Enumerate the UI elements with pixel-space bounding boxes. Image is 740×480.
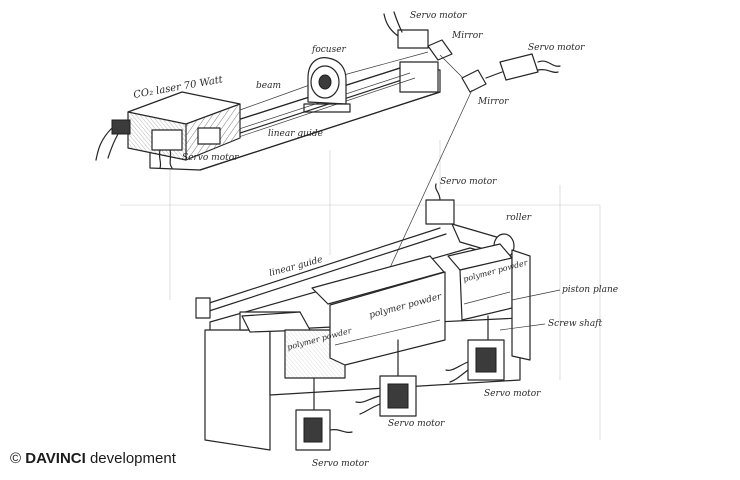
label-beam: beam bbox=[256, 81, 281, 91]
label-mirror-1: Mirror bbox=[451, 31, 483, 41]
copyright-credit: © DAVINCI development bbox=[10, 450, 176, 467]
label-servo-motor-right: Servo motor bbox=[528, 43, 585, 53]
label-servo-motor-bottom-left: Servo motor bbox=[312, 459, 369, 469]
servo-motor-bottom-right bbox=[445, 339, 505, 383]
label-focuser: focuser bbox=[311, 45, 347, 55]
linear-guide-bottom-rail bbox=[195, 227, 447, 319]
servo-motor-top bbox=[383, 11, 429, 49]
focuser bbox=[303, 57, 351, 113]
servo-motor-bottom-left bbox=[295, 409, 353, 451]
mirror-2 bbox=[461, 69, 503, 93]
label-servo-motor-laser: Servo motor bbox=[182, 153, 239, 163]
machine-left-block bbox=[204, 329, 271, 451]
copyright-symbol: © bbox=[10, 450, 22, 467]
label-servo-motor-bottom-center: Servo motor bbox=[388, 419, 445, 429]
label-linear-guide-top: linear guide bbox=[268, 129, 323, 139]
build-machine bbox=[195, 183, 561, 451]
label-mirror-2: Mirror bbox=[477, 97, 509, 107]
construction-lines bbox=[120, 140, 601, 440]
servo-motor-right bbox=[499, 53, 561, 81]
label-screw-shaft: Screw shaft bbox=[548, 319, 603, 329]
roller-servo-motor bbox=[425, 183, 455, 225]
label-servo-motor-top: Servo motor bbox=[410, 11, 467, 21]
laser-servo-motor bbox=[151, 127, 221, 169]
label-servo-motor-roller: Servo motor bbox=[440, 177, 497, 187]
screw-shafts bbox=[313, 315, 489, 411]
laser-beam-line bbox=[239, 81, 319, 111]
laser-assembly bbox=[95, 11, 561, 299]
powder-chamber-center bbox=[311, 255, 446, 366]
label-roller: roller bbox=[506, 213, 532, 223]
servo-motor-bottom-center bbox=[355, 375, 417, 417]
credit-brand: DAVINCI bbox=[25, 450, 86, 467]
label-servo-motor-bottom-right: Servo motor bbox=[484, 389, 541, 399]
beam-to-build bbox=[375, 89, 473, 299]
label-piston-plane: piston plane bbox=[562, 285, 618, 295]
credit-rest: development bbox=[89, 450, 176, 467]
